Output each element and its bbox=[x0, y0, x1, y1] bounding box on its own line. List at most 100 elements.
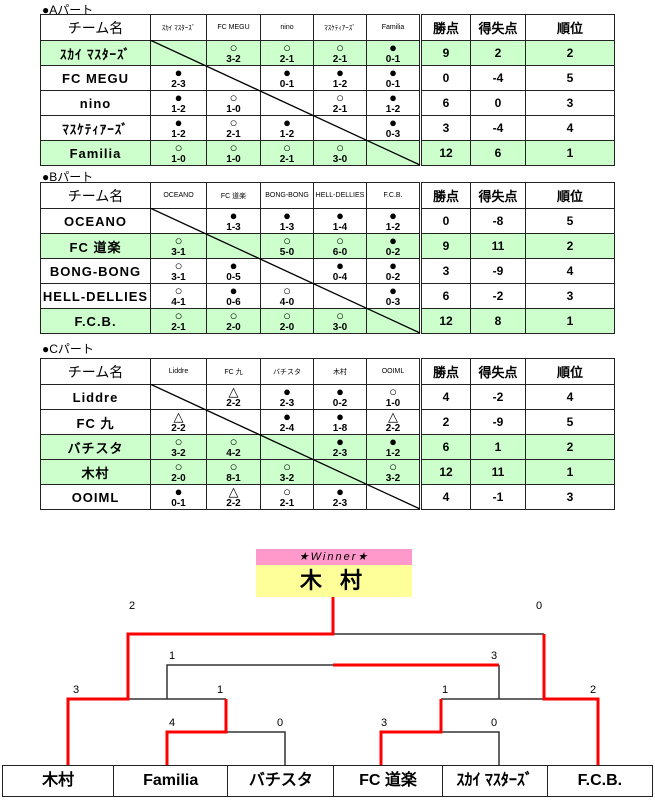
result-cell: ●2-4 bbox=[260, 409, 314, 435]
match-score: 8-1 bbox=[226, 472, 241, 484]
bracket-team: FC 道楽 bbox=[334, 766, 443, 796]
result-cell: ●2-3 bbox=[313, 484, 367, 510]
result-cell: ●1-8 bbox=[313, 409, 367, 435]
loss-icon: ● bbox=[229, 258, 238, 273]
rank: 5 bbox=[525, 409, 615, 435]
winner-name: 木 村 bbox=[256, 565, 412, 597]
match-score: 1-2 bbox=[171, 128, 186, 140]
result-cell: ●2-3 bbox=[150, 65, 207, 91]
points: 12 bbox=[419, 140, 471, 166]
result-cell: △2-2 bbox=[206, 384, 261, 410]
result-cell: △2-2 bbox=[366, 409, 421, 435]
win-icon: ○ bbox=[174, 258, 183, 273]
result-cell: ○4-0 bbox=[260, 283, 314, 309]
match-score: 1-4 bbox=[332, 221, 348, 233]
win-icon: ○ bbox=[336, 140, 344, 155]
match-score: 2-2 bbox=[385, 422, 401, 434]
match-score: 3-0 bbox=[332, 153, 348, 165]
win-icon: ○ bbox=[336, 233, 344, 248]
winner-path bbox=[379, 699, 443, 765]
column-header: FC 道楽 bbox=[206, 182, 261, 209]
rank: 2 bbox=[525, 233, 615, 259]
points: 3 bbox=[419, 258, 471, 284]
result-cell: ●1-2 bbox=[150, 115, 207, 141]
result-cell: △2-2 bbox=[206, 484, 261, 510]
rank: 4 bbox=[525, 384, 615, 410]
match-score: 0-2 bbox=[385, 271, 401, 283]
result-cell: △2-2 bbox=[150, 409, 207, 435]
stat-header: 勝点 bbox=[419, 358, 471, 385]
loss-icon: ● bbox=[283, 208, 291, 223]
column-header: ｽｶｲ ﾏｽﾀｰｽﾞ bbox=[150, 14, 207, 41]
rank: 4 bbox=[525, 258, 615, 284]
result-cell: ○2-1 bbox=[150, 308, 207, 334]
team-name: OCEANO bbox=[40, 208, 151, 234]
loss-icon: ● bbox=[283, 384, 291, 399]
bracket-lines-winner bbox=[66, 597, 600, 765]
team-name: HELL-DELLIES bbox=[40, 283, 151, 309]
rank: 3 bbox=[525, 283, 615, 309]
winner-path bbox=[66, 597, 335, 765]
rank: 1 bbox=[525, 140, 615, 166]
match-score: 1-2 bbox=[171, 103, 186, 115]
match-score: 1-0 bbox=[226, 153, 241, 165]
win-icon: ○ bbox=[283, 140, 291, 155]
team-name: 木村 bbox=[40, 459, 151, 485]
loss-icon: ● bbox=[336, 258, 344, 273]
goal-diff: -2 bbox=[470, 384, 526, 410]
score-r1-sky: 0 bbox=[491, 717, 498, 729]
result-cell: ○3-1 bbox=[150, 258, 207, 284]
match-score: 2-3 bbox=[332, 497, 348, 509]
points: 9 bbox=[419, 40, 471, 66]
score-qf-left: 1 bbox=[217, 684, 224, 696]
win-icon: ○ bbox=[283, 283, 291, 298]
team-name: F.C.B. bbox=[40, 308, 151, 334]
win-icon: ○ bbox=[229, 434, 238, 449]
team-name: BONG-BONG bbox=[40, 258, 151, 284]
result-cell: ○3-2 bbox=[366, 459, 421, 485]
match-score: 0-6 bbox=[226, 296, 241, 308]
team-name: OOIML bbox=[40, 484, 151, 510]
points: 4 bbox=[419, 384, 471, 410]
result-cell: ○2-1 bbox=[313, 90, 367, 116]
result-cell: ○2-1 bbox=[206, 115, 261, 141]
win-icon: ○ bbox=[229, 40, 238, 55]
team-name: nino bbox=[40, 90, 151, 116]
result-cell: ○3-1 bbox=[150, 233, 207, 259]
loss-icon: ● bbox=[389, 233, 397, 248]
match-score: 2-3 bbox=[279, 397, 295, 409]
loss-icon: ● bbox=[389, 434, 397, 449]
win-icon: ○ bbox=[389, 384, 397, 399]
score-final-right: 0 bbox=[536, 600, 543, 612]
points: 0 bbox=[419, 208, 471, 234]
match-score: 2-3 bbox=[332, 447, 348, 459]
result-cell: ○3-2 bbox=[260, 459, 314, 485]
loss-icon: ● bbox=[336, 409, 344, 424]
rank: 5 bbox=[525, 65, 615, 91]
column-header: FC MEGU bbox=[206, 14, 261, 41]
match-score: 1-3 bbox=[226, 221, 241, 233]
rank: 1 bbox=[525, 459, 615, 485]
tournament-bracket bbox=[66, 597, 600, 765]
result-cell bbox=[150, 40, 207, 66]
result-cell: ●1-2 bbox=[366, 90, 421, 116]
loss-icon: ● bbox=[174, 65, 183, 80]
loss-icon: ● bbox=[174, 90, 183, 105]
win-icon: ○ bbox=[174, 434, 183, 449]
result-cell: ●0-4 bbox=[313, 258, 367, 284]
result-cell: ○1-0 bbox=[206, 140, 261, 166]
team-name: バチスタ bbox=[40, 434, 151, 460]
match-score: 0-3 bbox=[385, 296, 401, 308]
match-score: 3-1 bbox=[171, 271, 186, 283]
name-header: チーム名 bbox=[40, 14, 151, 41]
match-score: 6-0 bbox=[332, 246, 348, 258]
result-cell: ●0-6 bbox=[206, 283, 261, 309]
